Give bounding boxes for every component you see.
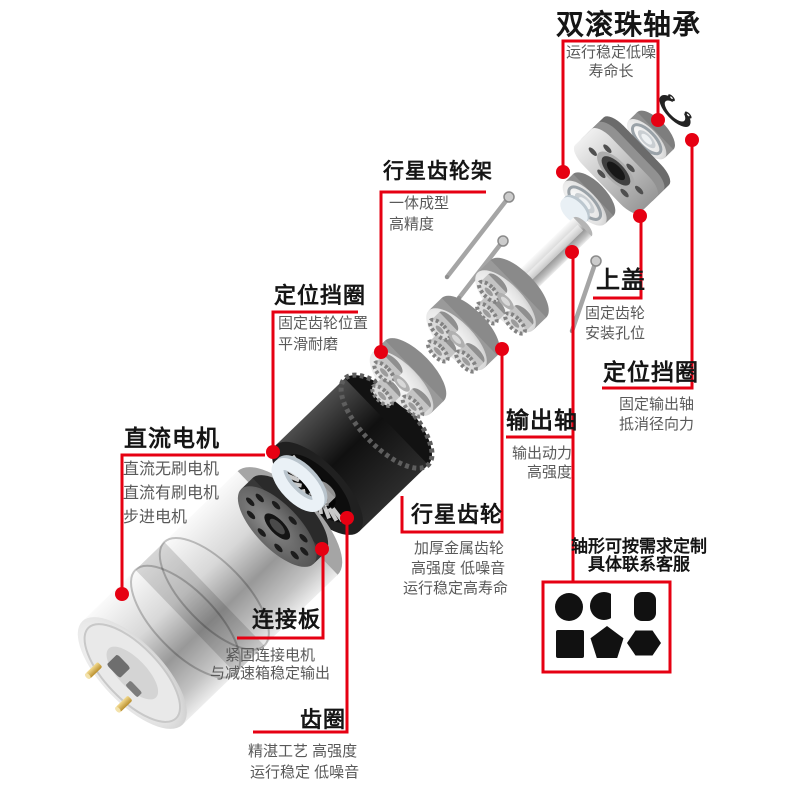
label-cover-line1: 固定齿轮 [585,305,646,322]
leader-cover [593,219,643,300]
label-carrier-line1: 一体成型 [389,195,450,212]
label-custom-line2: 具体联系客服 [588,555,690,574]
label-plate-line1: 紧固连接电机 [224,647,315,664]
shaft-shape-options [555,592,661,658]
connector-plate [237,475,329,567]
label-planet-line2: 高强度 低噪音 [411,560,506,577]
dot-plate [315,542,329,556]
dot-ring [340,511,354,525]
label-ring-line1: 精湛工艺 高强度 [248,743,358,760]
label-planet-line3: 运行稳定高寿命 [403,580,509,597]
leader-motor [120,453,265,591]
label-plate-line2: 与减速箱稳定输出 [209,665,330,682]
leader-planet [400,352,504,534]
shaft-shape-options-box [541,580,672,674]
spacer-washer [271,455,328,512]
dot-planet [495,342,509,356]
dot-retainer-right [685,133,699,147]
label-motor-title: 直流电机 [124,425,220,451]
dot-carrier [374,345,388,359]
label-retainer-left-line2: 平滑耐磨 [278,336,339,353]
shaft-washer [560,194,590,225]
leader-plate [237,552,325,640]
planet-carrier-middle [425,295,500,374]
label-bearing-line2: 寿命长 [588,63,634,80]
shape-circle [555,593,583,621]
exploded-parts [77,94,692,729]
label-ring-title: 齿圈 [300,707,347,732]
label-motor-line2: 直流有刷电机 [123,485,220,502]
leader-retainer-right [602,143,694,390]
dot-motor [115,587,129,601]
label-bearing-line1: 运行稳定低噪 [565,44,656,61]
label-cover-line2: 安装孔位 [585,325,646,342]
ball-bearing-upper [626,110,676,160]
label-retainer-right-title: 定位挡圈 [603,359,699,385]
label-retainer-right-line2: 抵消径向力 [618,416,694,433]
leader-ring [253,521,349,734]
leader-dots [115,113,699,601]
top-cover [573,116,671,214]
dot-cover [633,209,647,223]
label-custom-line1: 轴形可按需求定制 [571,537,707,556]
label-shaft-title: 输出轴 [506,407,578,433]
label-planet-line1: 加厚金属齿轮 [414,540,505,557]
leader-lines [120,39,694,734]
label-retainer-left-title: 定位挡圈 [274,283,367,308]
dot-shaft [565,245,579,259]
shape-rounded-rect [634,592,656,621]
planet-carrier-with-shaft [474,216,593,336]
label-bearing-title: 双滚珠轴承 [556,9,702,40]
assembly-pins [444,191,602,334]
planet-carrier-lower [369,338,447,419]
dot-bearing-upper [651,113,665,127]
leader-bearing [561,39,660,170]
label-carrier-line2: 高精度 [389,216,435,233]
label-shaft-line1: 输出动力 [511,445,572,462]
shape-d [589,592,611,620]
retaining-clip [659,94,692,127]
label-ring-line2: 运行稳定 低噪音 [250,764,360,781]
leader-retainer-left [271,310,358,449]
shape-pentagon [590,626,624,658]
label-planet-title: 行星齿轮 [411,502,504,527]
label-shaft-line2: 高强度 [526,464,572,481]
shape-square [556,630,584,658]
label-retainer-right-line1: 固定输出轴 [618,396,694,413]
ball-bearing-lower [562,172,616,226]
label-motor-line3: 步进电机 [123,509,188,526]
label-motor-line1: 直流无刷电机 [123,461,220,478]
label-plate-title: 连接板 [252,607,322,632]
dot-bearing-lower [556,165,570,179]
shape-hexagon [627,630,661,656]
leader-carrier [379,190,486,349]
label-carrier-title: 行星齿轮架 [383,160,493,183]
label-retainer-left-line1: 固定齿轮位置 [278,315,369,332]
label-cover-title: 上盖 [596,267,646,294]
dot-retainer-left [266,445,280,459]
